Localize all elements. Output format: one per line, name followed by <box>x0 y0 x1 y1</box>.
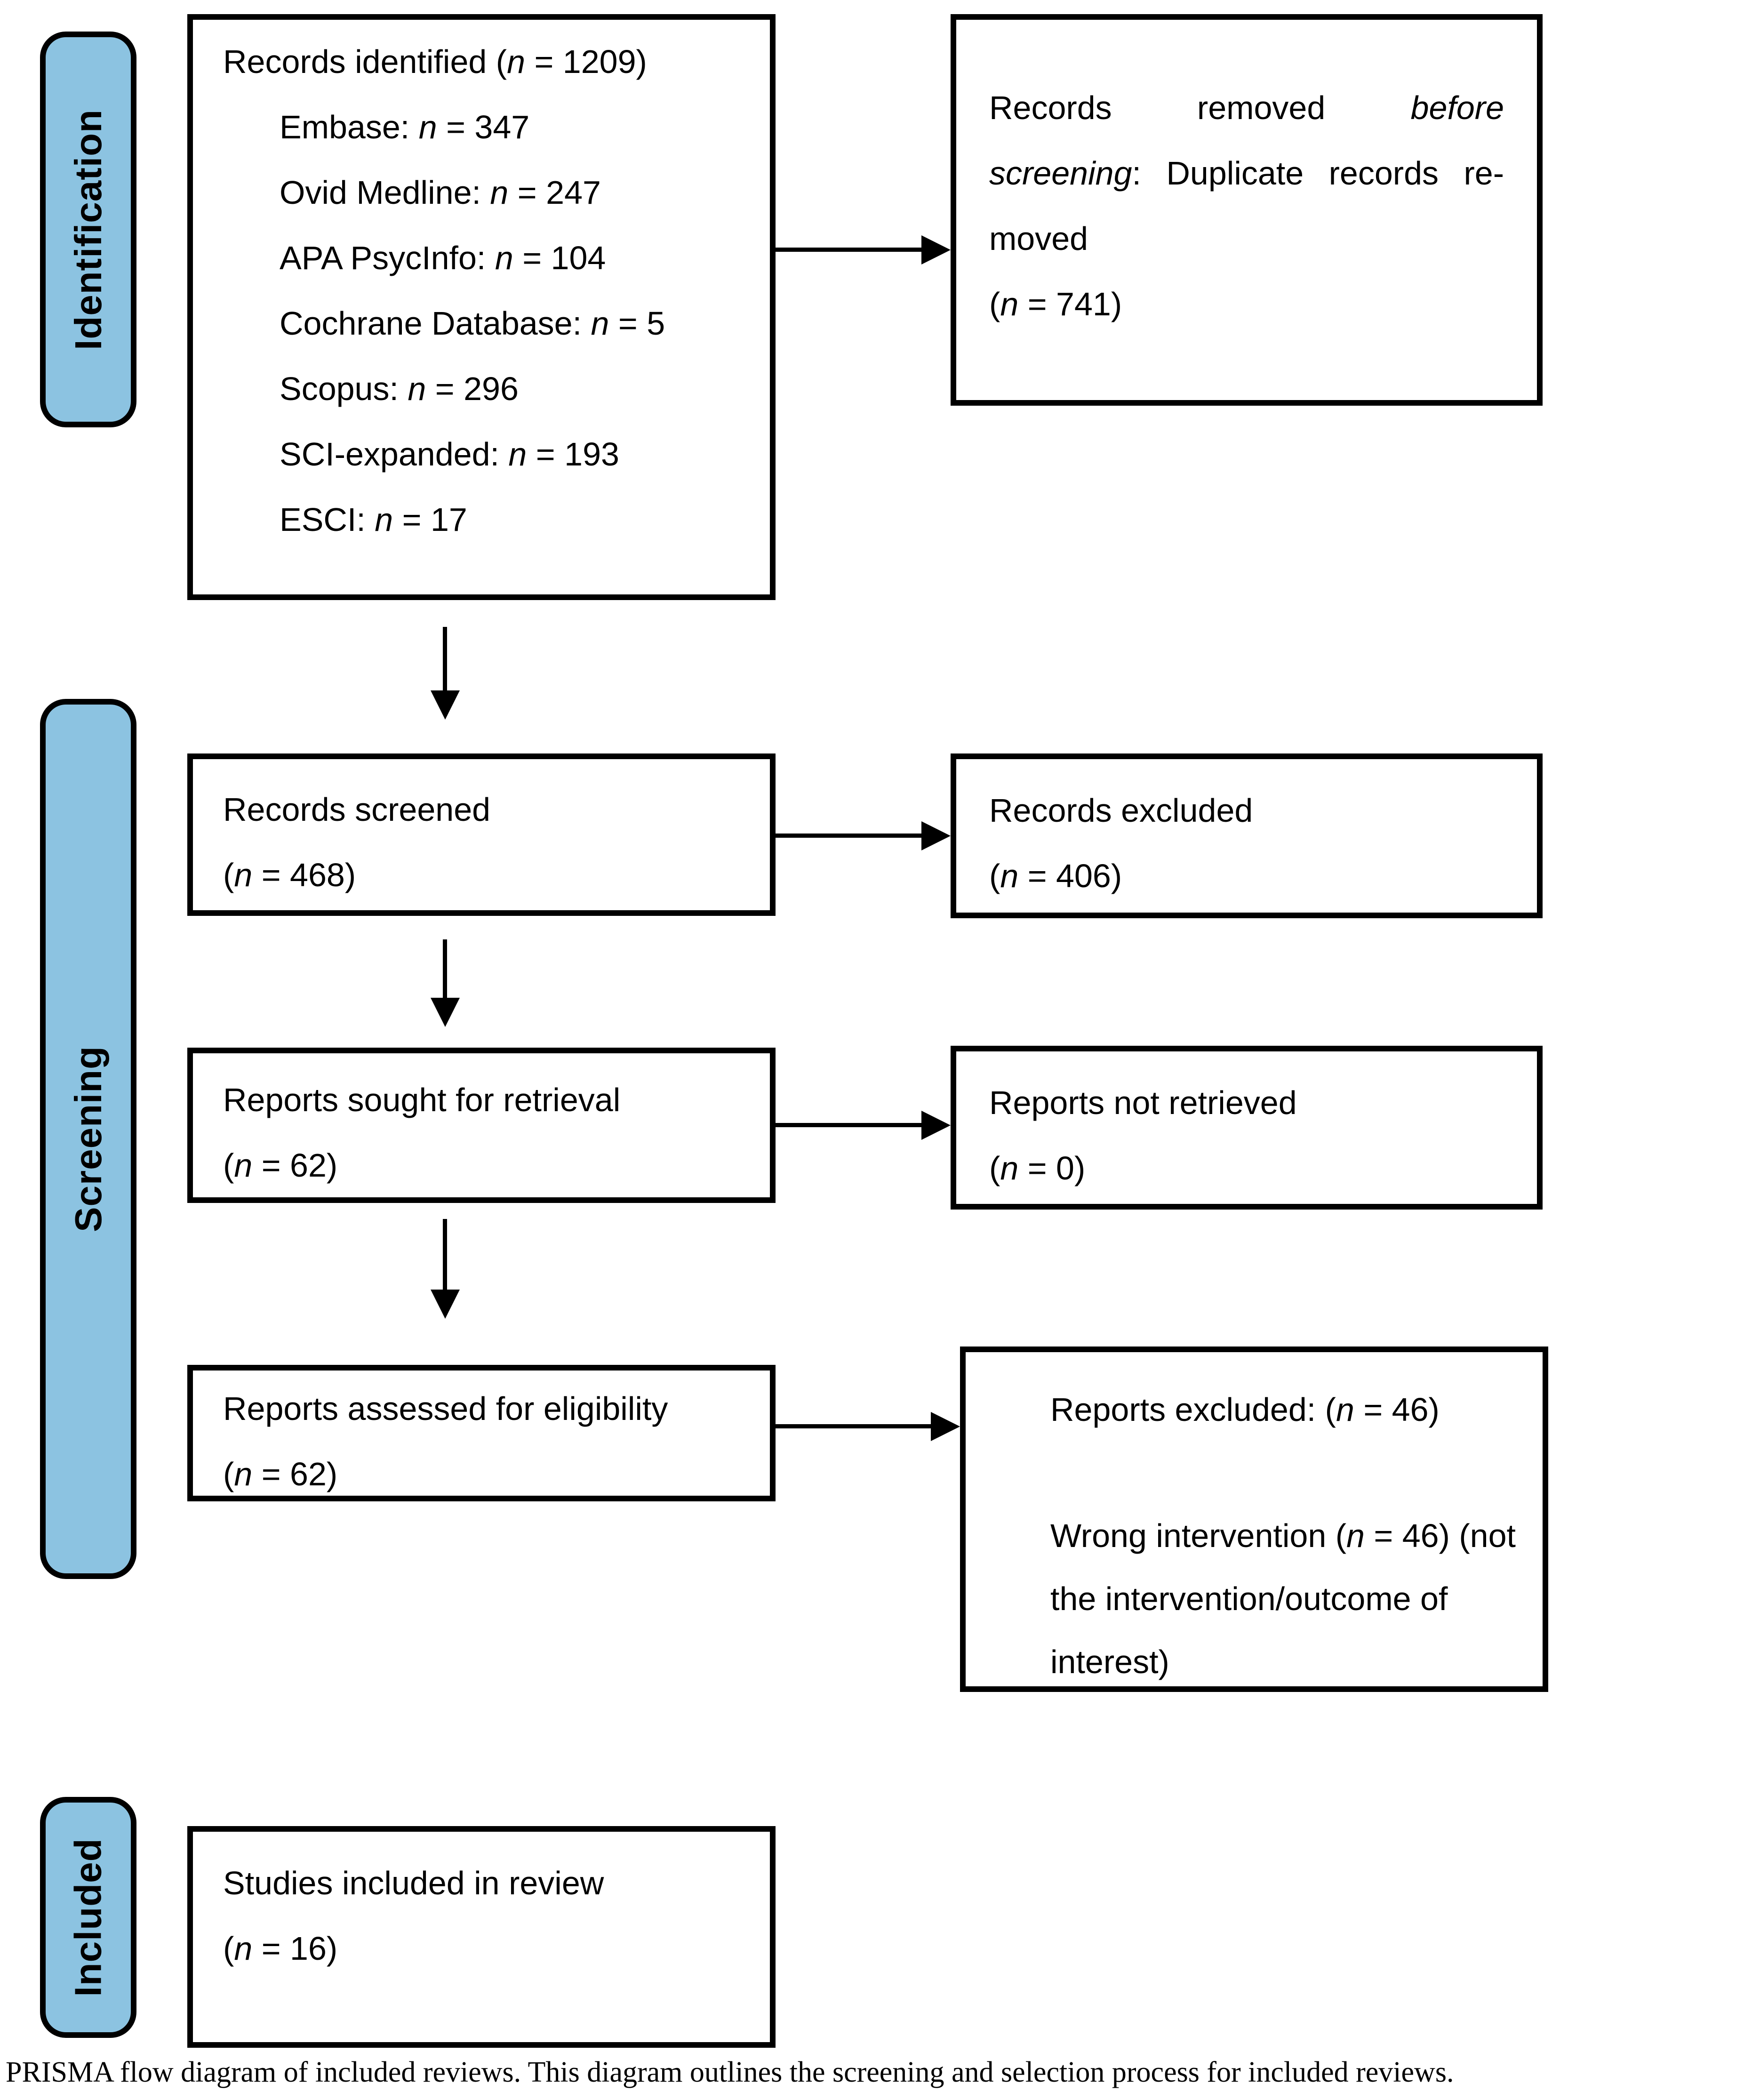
box-records-removed: Records removed before screening: Duplic… <box>951 14 1543 406</box>
arrow-right-icon <box>776 1123 921 1127</box>
box-reports-assessed: Reports assessed for eligibility (n = 62… <box>187 1365 776 1501</box>
count-line: (n = 0) <box>989 1150 1086 1186</box>
source-line-scopus: Scopus: n = 296 <box>280 370 519 407</box>
arrow-right-head-icon <box>931 1412 960 1441</box>
arrow-right-head-icon <box>921 1111 951 1140</box>
stage-label-identification: Identification <box>67 109 109 350</box>
box-reports-sought: Reports sought for retrieval (n = 62) <box>187 1048 776 1203</box>
stage-label-screening: Screening <box>67 1046 109 1232</box>
count-line: (n = 468) <box>223 857 356 893</box>
box-records-identified: Records identified (n = 1209) Embase: n … <box>187 14 776 600</box>
box-title: Records screened <box>223 791 491 828</box>
box-title: Records identified (n = 1209) <box>223 43 647 80</box>
count-line: (n = 62) <box>223 1456 338 1492</box>
box-title: Records excluded <box>989 792 1253 829</box>
arrow-right-icon <box>776 1424 931 1428</box>
box-reports-excluded: Reports excluded: (n = 46) Wrong interve… <box>960 1347 1548 1692</box>
source-line-cochrane: Cochrane Database: n = 5 <box>280 305 665 342</box>
stage-rail-screening: Screening <box>40 699 136 1579</box>
figure-caption: PRISMA flow diagram of included reviews.… <box>6 2056 1454 2088</box>
arrow-right-head-icon <box>921 235 951 265</box>
arrow-down-head-icon <box>431 690 460 720</box>
source-line-esci: ESCI: n = 17 <box>280 501 467 538</box>
arrow-down-head-icon <box>431 1290 460 1319</box>
arrow-down-icon <box>443 939 447 998</box>
arrow-down-head-icon <box>431 998 460 1027</box>
stage-rail-included: Included <box>40 1797 136 2038</box>
count-line: (n = 406) <box>989 858 1122 894</box>
arrow-right-icon <box>776 248 921 252</box>
count-line: (n = 741) <box>989 286 1122 322</box>
count-line: (n = 62) <box>223 1147 338 1184</box>
exclusion-reason: Wrong intervention (n = 46) (not the int… <box>1050 1517 1516 1680</box>
source-line-sci: SCI-expanded: n = 193 <box>280 436 619 473</box>
arrow-right-head-icon <box>921 821 951 850</box>
source-line-apa: APA PsycInfo: n = 104 <box>280 240 606 276</box>
source-line-ovid: Ovid Medline: n = 247 <box>280 174 601 211</box>
box-records-excluded: Records excluded (n = 406) <box>951 753 1543 918</box>
arrow-right-icon <box>776 834 921 838</box>
arrow-down-icon <box>443 627 447 690</box>
box-title: Reports sought for retrieval <box>223 1082 621 1118</box>
box-title: Reports assessed for eligibility <box>223 1390 668 1427</box>
box-reports-not-retrieved: Reports not retrieved (n = 0) <box>951 1046 1543 1210</box>
box-records-screened: Records screened (n = 468) <box>187 753 776 916</box>
source-line-embase: Embase: n = 347 <box>280 109 530 145</box>
box-title: Records removed before screening: Duplic… <box>989 89 1504 257</box>
stage-label-included: Included <box>67 1838 109 1997</box>
count-line: (n = 16) <box>223 1930 338 1967</box>
box-studies-included: Studies included in review (n = 16) <box>187 1826 776 2048</box>
box-title: Reports not retrieved <box>989 1084 1297 1121</box>
stage-rail-identification: Identification <box>40 32 136 427</box>
box-title: Studies included in review <box>223 1865 604 1901</box>
arrow-down-icon <box>443 1219 447 1290</box>
box-title: Reports excluded: (n = 46) <box>1050 1391 1440 1428</box>
source-list: Embase: n = 347 Ovid Medline: n = 247 AP… <box>280 95 751 553</box>
